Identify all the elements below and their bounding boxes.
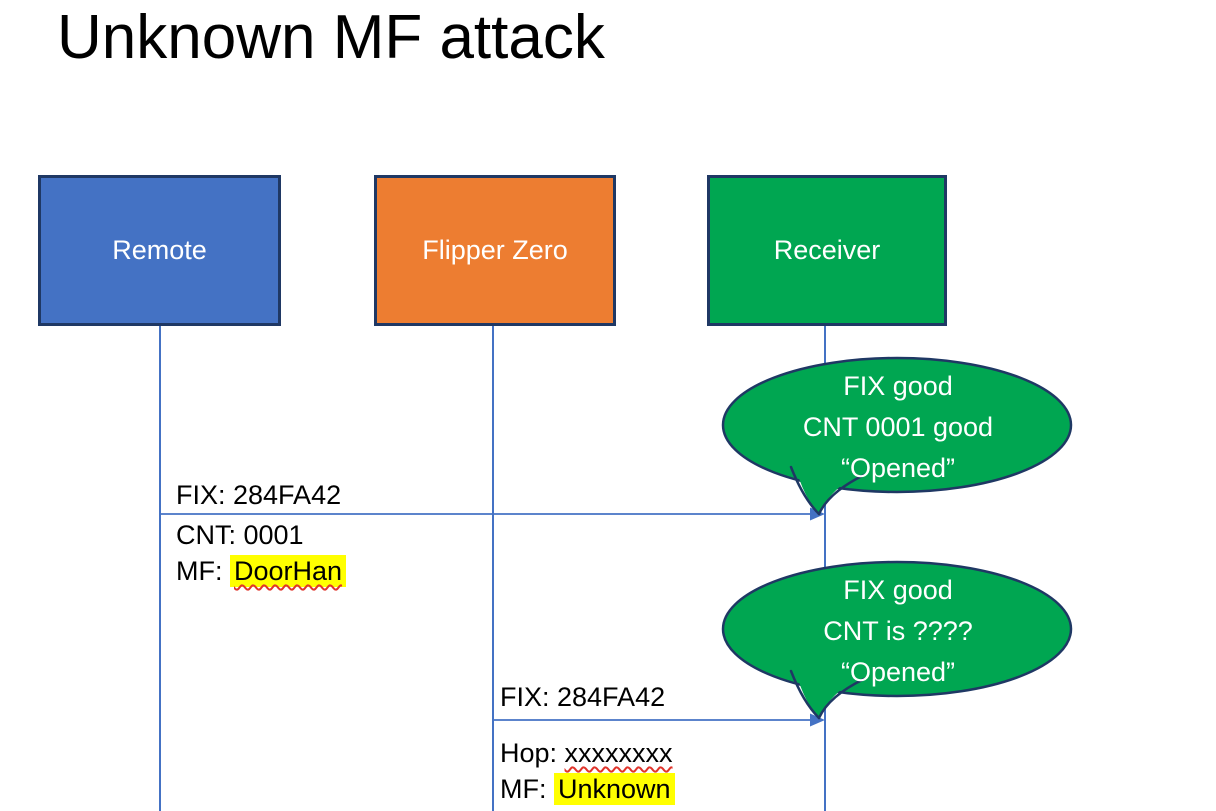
message-1-cnt-value: 0001 bbox=[243, 520, 304, 550]
message-arrow-2-head bbox=[810, 713, 825, 727]
actor-box-flipper-zero: Flipper Zero bbox=[374, 175, 616, 326]
speech-bubble-1-tail bbox=[794, 457, 862, 514]
message-1-fix-label: FIX: 284FA42 bbox=[176, 480, 342, 510]
speech-bubble-2-text: FIX good CNT is ???? “Opened” bbox=[733, 570, 1063, 693]
message-1-mf-label: MF: DoorHan bbox=[176, 555, 347, 587]
message-2-hop-prefix: Hop: bbox=[500, 738, 565, 768]
bubble-2-line-2: CNT is ???? bbox=[823, 616, 973, 646]
speech-bubble-2-tail-edge-right bbox=[817, 677, 866, 720]
actor-box-receiver: Receiver bbox=[707, 175, 947, 326]
speech-bubble-2-tail-edge-left bbox=[789, 669, 821, 720]
message-1-cnt-label: CNT: 0001 bbox=[176, 520, 304, 551]
message-2-fix-label: FIX: 284FA42 bbox=[500, 682, 666, 712]
message-1-mf-value-highlighted: DoorHan bbox=[230, 555, 347, 587]
actor-label-remote: Remote bbox=[112, 235, 207, 265]
message-1-mf-prefix: MF: bbox=[176, 556, 230, 586]
bubble-1-line-3: “Opened” bbox=[840, 453, 956, 483]
message-2-mf-value-highlighted: Unknown bbox=[554, 773, 675, 805]
actor-box-remote: Remote bbox=[38, 175, 281, 326]
bubble-2-line-1: FIX good bbox=[843, 575, 953, 605]
page-title: Unknown MF attack bbox=[57, 3, 605, 72]
message-2-mf-prefix: MF: bbox=[500, 774, 554, 804]
message-2-hop-value-squiggled: xxxxxxxx bbox=[564, 738, 673, 768]
message-2-hop-label: Hop: xxxxxxxx bbox=[500, 738, 673, 769]
lifeline-remote bbox=[159, 325, 161, 811]
actor-label-flipper-zero: Flipper Zero bbox=[422, 235, 568, 265]
speech-bubble-1-tail-edge-right bbox=[817, 473, 866, 516]
actor-label-receiver: Receiver bbox=[773, 235, 881, 265]
bubble-1-line-1: FIX good bbox=[843, 371, 953, 401]
message-1-cnt-prefix: CNT: bbox=[176, 520, 244, 550]
speech-bubble-1-text: FIX good CNT 0001 good “Opened” bbox=[733, 366, 1063, 489]
message-2-mf-label: MF: Unknown bbox=[500, 773, 675, 805]
lifeline-flipper-zero bbox=[492, 325, 494, 811]
speech-bubble-2 bbox=[721, 560, 1073, 720]
speech-bubble-2-tail bbox=[794, 661, 862, 718]
speech-bubble-1-tail-edge-left bbox=[789, 465, 821, 516]
speech-bubble-1 bbox=[721, 356, 1073, 516]
bubble-2-line-3: “Opened” bbox=[840, 657, 956, 687]
bubble-1-line-2: CNT 0001 good bbox=[802, 412, 994, 442]
